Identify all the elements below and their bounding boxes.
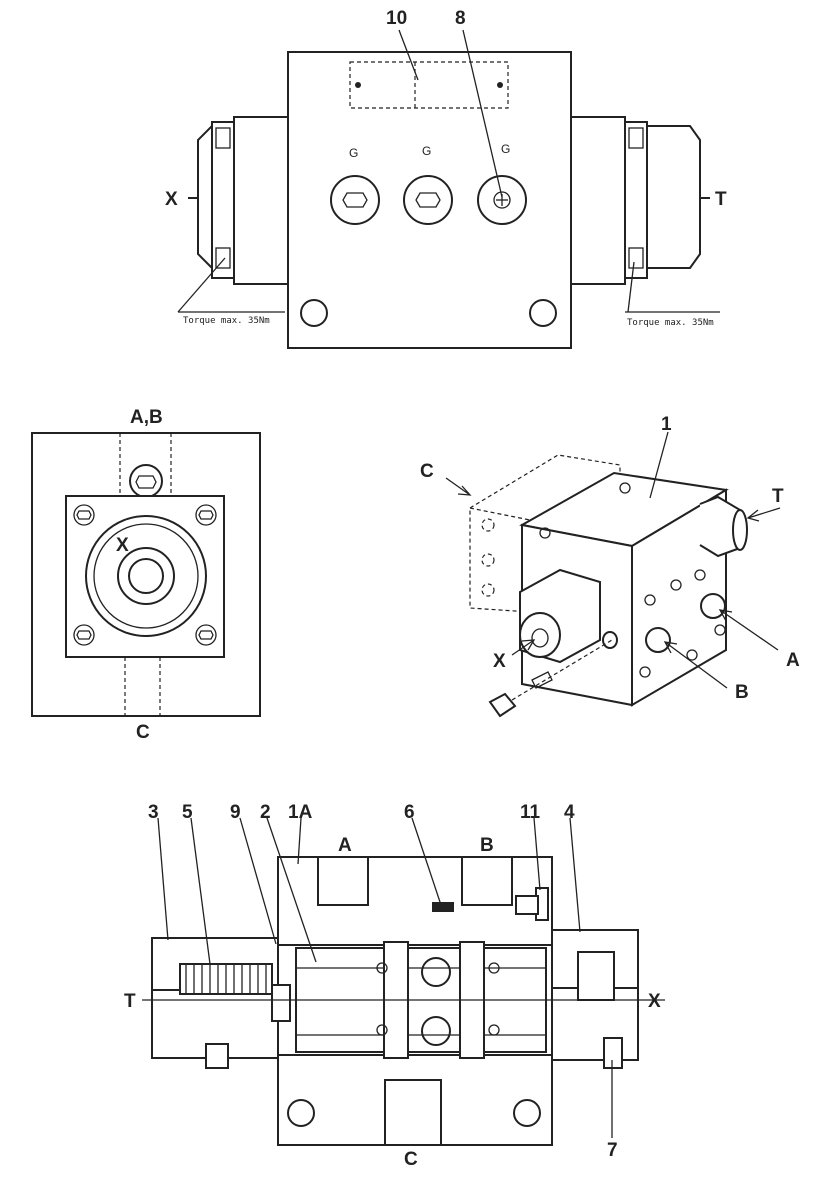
callout-1a: 1A <box>288 802 313 823</box>
section-port-c: C <box>404 1149 418 1170</box>
port-label-t-top: T <box>715 189 727 210</box>
gauge-port-3 <box>477 175 527 225</box>
torque-note-left: Torque max. 35Nm <box>183 316 270 326</box>
port-label-x-top: X <box>165 189 178 210</box>
iso-port-b: B <box>735 682 749 703</box>
gauge-port-1 <box>330 175 380 225</box>
nameplate <box>349 61 509 109</box>
top-view-body <box>287 51 572 349</box>
section-port-b: B <box>480 835 494 856</box>
callout-2: 2 <box>260 802 271 823</box>
gauge-label-1: G <box>349 146 358 160</box>
section-view: 3 5 9 2 1A 6 11 4 A B T X C 7 <box>124 802 665 1170</box>
callout-8: 8 <box>455 8 466 29</box>
callout-3: 3 <box>148 802 159 823</box>
end-view-ab-label: A,B <box>130 407 163 428</box>
end-view: A,B X C <box>31 407 261 743</box>
torque-note-right: Torque max. 35Nm <box>627 318 714 328</box>
callout-6: 6 <box>404 802 415 823</box>
iso-port-x: X <box>493 651 506 672</box>
iso-view: 1 C T A B X <box>420 414 800 718</box>
callout-5: 5 <box>182 802 193 823</box>
iso-callout-1: 1 <box>661 414 672 435</box>
top-view: G G G 10 8 X T Torque max. 35Nm Torque m… <box>165 8 727 349</box>
section-port-t: T <box>124 991 136 1012</box>
callout-7: 7 <box>607 1140 618 1161</box>
callout-4: 4 <box>564 802 575 823</box>
section-port-x: X <box>648 991 661 1012</box>
end-view-c-label: C <box>136 722 150 743</box>
section-port-a: A <box>338 835 352 856</box>
iso-port-c: C <box>420 461 434 482</box>
callout-11: 11 <box>520 802 541 823</box>
callout-9: 9 <box>230 802 241 823</box>
gauge-port-2 <box>403 175 453 225</box>
end-view-x-label: X <box>116 535 129 556</box>
gauge-label-2: G <box>422 144 431 158</box>
iso-port-t: T <box>772 486 784 507</box>
gauge-label-3: G <box>501 142 510 156</box>
callout-10: 10 <box>386 8 407 29</box>
iso-port-a: A <box>786 650 800 671</box>
